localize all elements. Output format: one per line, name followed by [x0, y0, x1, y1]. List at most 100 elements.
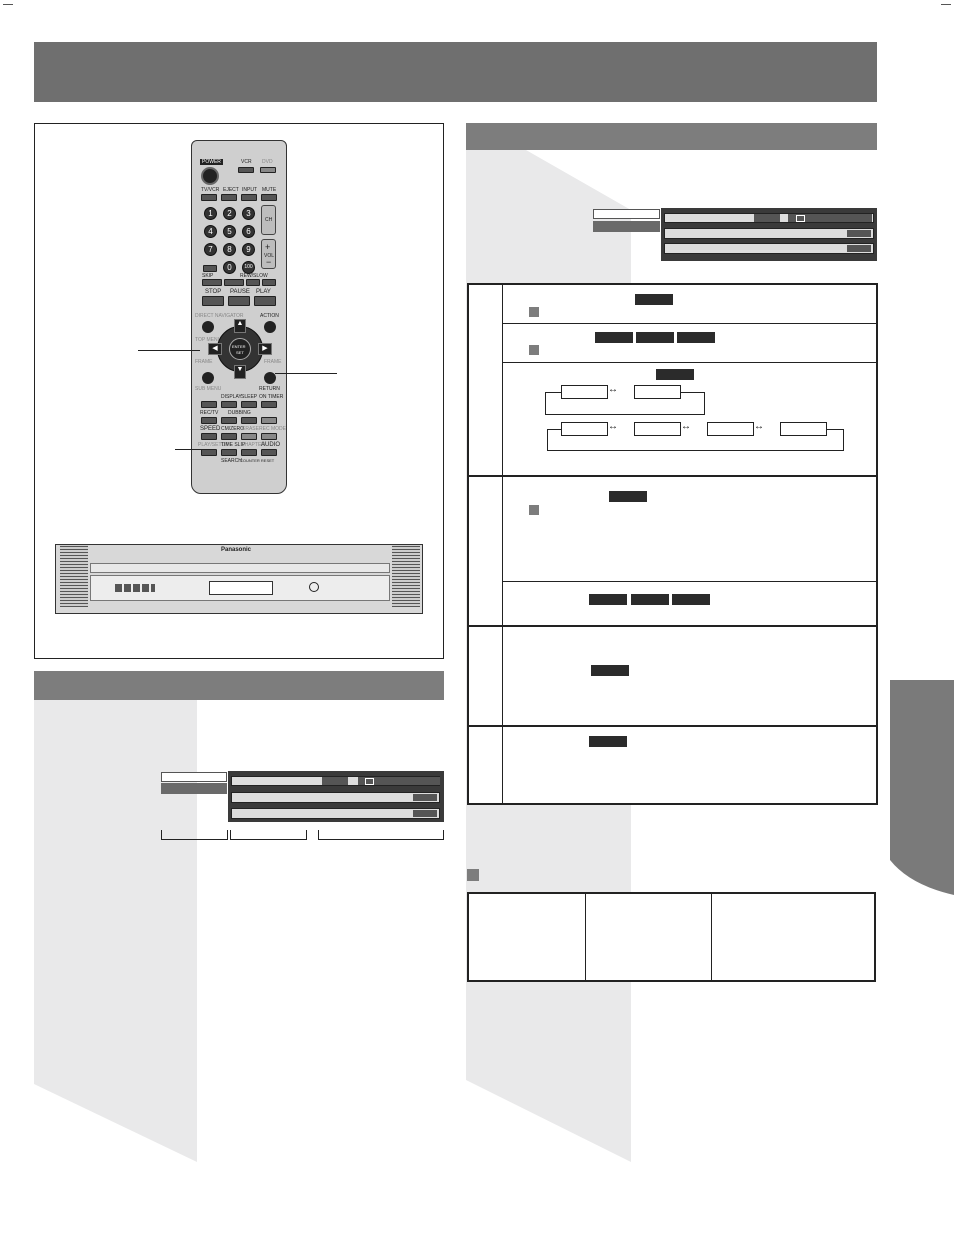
remote-control: POWER VCR DVD TV/VCR EJECT INPUT MUTE 1 … [191, 140, 287, 494]
digit-9-button[interactable]: 9 [242, 243, 255, 256]
digit-1-button[interactable]: 1 [204, 207, 217, 220]
fast-forward-button[interactable] [262, 279, 276, 286]
button-tag [595, 332, 633, 343]
dvd-button[interactable] [260, 167, 276, 173]
chapter-button[interactable] [241, 449, 257, 456]
top-menu-label: TOP MENU [195, 337, 222, 343]
direct-navigator-label: DIRECT NAVIGATOR [195, 313, 244, 319]
dvd-dub-button[interactable] [241, 417, 257, 424]
dvd-label: DVD [262, 159, 273, 165]
dpad-left-button[interactable]: ◀ [208, 343, 222, 355]
osd-panel-right [661, 208, 877, 261]
row-divider-3 [469, 725, 876, 727]
flow-loop-b-left [547, 429, 548, 450]
counter-reset-label: COUNTER RESET [240, 458, 275, 463]
dpad-down-button[interactable]: ▼ [234, 365, 246, 379]
tv-vcr-label: TV/VCR [201, 187, 220, 193]
tv-vcr-button[interactable] [201, 194, 217, 201]
flow-loop-b-right [843, 429, 844, 450]
vcr-label: VCR [241, 159, 252, 165]
digit-3-button[interactable]: 3 [242, 207, 255, 220]
skip-back-button[interactable] [202, 279, 222, 286]
page-header-bar [34, 42, 877, 102]
blank-button[interactable] [201, 401, 217, 408]
flow-loop-a-in [545, 392, 561, 393]
front-display-window [209, 581, 273, 595]
channel-rocker[interactable]: CH [261, 205, 276, 235]
flow-step-b3 [707, 422, 754, 436]
digit-5-button[interactable]: 5 [223, 225, 236, 238]
input-label: INPUT [242, 187, 257, 193]
flow-step-b1 [561, 422, 608, 436]
cm-zero-button[interactable] [221, 433, 237, 440]
digit-6-button[interactable]: 6 [242, 225, 255, 238]
enter-set-button[interactable]: ENTER SET [229, 338, 251, 360]
digit-7-button[interactable]: 7 [204, 243, 217, 256]
action-label: ACTION [260, 313, 279, 319]
flow-step-b4 [780, 422, 827, 436]
skip-forward-button[interactable] [224, 279, 244, 286]
dvd-rec-button[interactable] [261, 417, 277, 424]
osd-row-1-field [358, 777, 440, 785]
dpad-right-button[interactable]: ▶ [258, 343, 272, 355]
bracket-2 [230, 830, 307, 840]
speaker-left [60, 545, 88, 607]
mute-button[interactable] [261, 194, 277, 201]
rewind-button[interactable] [246, 279, 260, 286]
vcr-dub-button[interactable] [221, 417, 237, 424]
flow-loop-a-left [545, 392, 546, 414]
pause-button[interactable] [228, 296, 250, 306]
double-arrow-icon: ↔ [608, 421, 618, 432]
display-button[interactable] [221, 401, 237, 408]
brand-logo: Panasonic [221, 547, 252, 553]
crop-mark-right [941, 4, 951, 5]
digit-0-button[interactable]: 0 [223, 261, 236, 274]
action-button[interactable] [264, 321, 276, 333]
on-timer-button[interactable] [261, 401, 277, 408]
return-button[interactable] [264, 372, 276, 384]
rec-button[interactable] [201, 417, 217, 424]
digit-4-button[interactable]: 4 [204, 225, 217, 238]
power-label: POWER [200, 159, 223, 165]
input-button[interactable] [241, 194, 257, 201]
set-label: SET [236, 350, 244, 355]
volume-rocker[interactable]: + VOL − [261, 239, 276, 269]
osd-row-2 [231, 792, 440, 803]
osd-r-row-1-tag [754, 214, 780, 222]
time-slip-button[interactable] [221, 449, 237, 456]
jog-dial-icon[interactable] [309, 582, 319, 592]
plus-icon: + [265, 242, 271, 252]
sleep-button[interactable] [241, 401, 257, 408]
info-grid-table [467, 892, 876, 982]
erase-label: ERASE [242, 426, 259, 432]
callout-line-right [275, 373, 337, 374]
dpad-up-button[interactable]: ▲ [234, 319, 246, 333]
erase-button[interactable] [241, 433, 257, 440]
cancel-button[interactable] [203, 265, 217, 272]
vcr-button[interactable] [238, 167, 254, 173]
direct-navigator-button[interactable] [202, 321, 214, 333]
digit-2-button[interactable]: 2 [223, 207, 236, 220]
play-button[interactable] [254, 296, 276, 306]
rec-tv-label: REC/TV [200, 410, 219, 416]
double-arrow-icon: ↔ [608, 384, 618, 395]
stop-button[interactable] [202, 296, 224, 306]
power-button[interactable] [201, 167, 219, 185]
sub-menu-label: SUB MENU [195, 386, 222, 392]
rec-mode-label: REC MODE [259, 426, 286, 432]
audio-button[interactable] [261, 449, 277, 456]
skip-label: SKIP [202, 273, 214, 279]
play-setup-button[interactable] [201, 449, 217, 456]
audio-label: AUDIO [261, 442, 281, 448]
digit-100-button[interactable]: 100 [242, 261, 255, 274]
note-marker [529, 345, 539, 355]
speed-button[interactable] [201, 433, 217, 440]
sub-menu-button[interactable] [202, 372, 214, 384]
mute-label: MUTE [262, 187, 277, 193]
search-label: SEARCH [221, 458, 242, 464]
rec-mode-button[interactable] [261, 433, 277, 440]
frame-right-label: FRAME [264, 359, 282, 365]
eject-button[interactable] [221, 194, 237, 201]
digit-8-button[interactable]: 8 [223, 243, 236, 256]
front-buttons[interactable] [115, 584, 155, 592]
